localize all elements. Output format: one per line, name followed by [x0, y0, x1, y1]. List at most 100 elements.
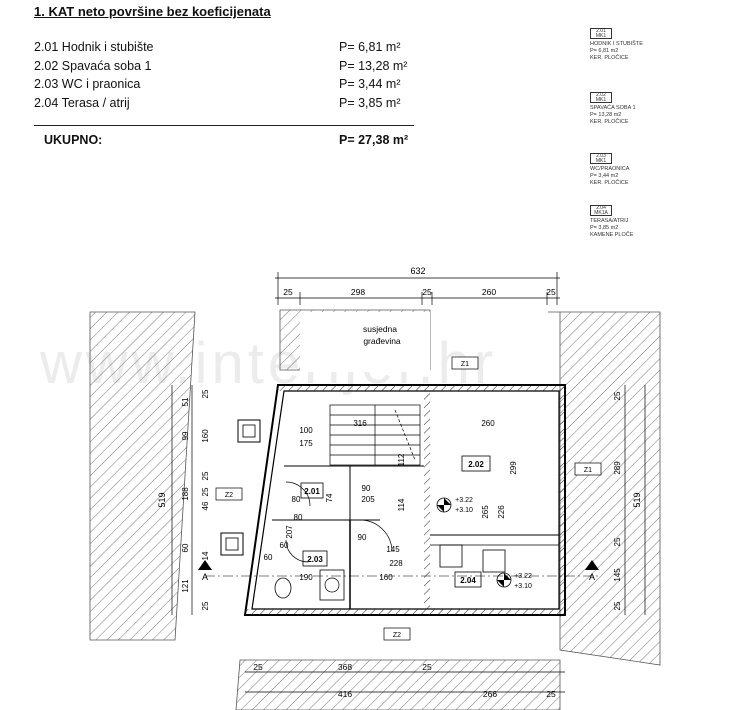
dimension-top [275, 272, 560, 305]
dim-label: 289 [613, 461, 622, 475]
svg-text:Z2: Z2 [393, 632, 401, 639]
area-name: 2.03 WC i praonica [34, 77, 141, 91]
dimension-right [624, 385, 646, 615]
svg-text:Z1: Z1 [461, 361, 469, 368]
window-left-bottom [220, 532, 244, 556]
dim-label: 190 [299, 573, 313, 582]
total-row: UKUPNO: P= 27,38 m² [34, 133, 419, 147]
washing-machine [319, 569, 345, 601]
neighbor-hatch-right [548, 311, 661, 666]
room-tag-204: 2.04 [454, 571, 482, 588]
tag-z2-bottom: Z2 [383, 627, 411, 641]
dim-label: 60 [280, 541, 289, 550]
dim-label: 25 [201, 487, 210, 496]
tag-z2-left: Z2 [215, 487, 243, 501]
dim-label: 416 [338, 689, 352, 699]
legend-area: P= 6,81 m2 [590, 48, 619, 54]
dim-label: 90 [358, 533, 367, 542]
dim-label: 90 [362, 484, 371, 493]
section-arrow [585, 560, 599, 570]
dim-label: 46 [201, 501, 210, 510]
tag-z1-top: Z1 [451, 356, 479, 370]
area-row: 2.04 Terasa / atrij P= 3,85 m² [34, 94, 419, 113]
area-row: 2.02 Spavaća soba 1 P= 13,28 m² [34, 57, 419, 76]
dim-label: 298 [351, 287, 365, 297]
legend-finish: KER. PLOČICE [590, 55, 629, 61]
dim-label: 266 [483, 689, 497, 699]
dim-label: 25 [201, 389, 210, 398]
dim-label: 519 [632, 492, 642, 507]
dim-label: 25 [546, 689, 556, 699]
legend-area: P= 3,44 m2 [590, 173, 619, 179]
room-tag-202: 2.02 [461, 455, 491, 472]
dim-label: 226 [497, 505, 506, 519]
section-mark: A [202, 572, 208, 582]
dim-label: 205 [361, 495, 375, 504]
door-swing [285, 539, 309, 563]
legend-finish: KER. PLOČICE [590, 119, 629, 125]
dim-label: 265 [481, 505, 490, 519]
legend-name: HODNIK I STUBIŠTE [590, 41, 643, 47]
dim-label: 260 [481, 419, 495, 428]
dim-label: 316 [353, 419, 367, 428]
area-value: P= 6,81 m² [339, 40, 401, 54]
dim-label: 25 [613, 391, 622, 400]
legend-name: SPAVAĆA SOBA 1 [590, 105, 636, 111]
dim-label: 114 [397, 498, 406, 511]
area-name: 2.04 Terasa / atrij [34, 95, 130, 110]
dim-label: 60 [264, 553, 273, 562]
dim-label: 121 [181, 579, 190, 593]
room-tag-203: 2.03 [302, 550, 328, 567]
dim-label: 25 [422, 287, 432, 297]
wall-bottom [245, 609, 565, 615]
dim-label: 368 [338, 662, 352, 672]
legend-finish: KER. PLOČICE [590, 180, 629, 186]
planter [482, 549, 506, 573]
neighbor-label: građevina [363, 336, 401, 346]
dim-label: 25 [201, 471, 210, 480]
legend-area: P= 13,28 m2 [590, 112, 622, 118]
dim-label: 228 [389, 559, 403, 568]
door-swing [359, 519, 393, 553]
svg-text:Z1: Z1 [584, 467, 592, 474]
dim-label: 25 [201, 601, 210, 610]
neighbor-hatch-left [89, 311, 196, 641]
legend-name: WC/PRAONICA [590, 166, 630, 172]
total-value: P= 27,38 m² [339, 133, 409, 147]
table-divider [34, 125, 414, 126]
dim-label: 519 [157, 492, 167, 507]
area-row: 2.01 Hodnik i stubište P= 6,81 m² [34, 38, 419, 57]
wall-middle [424, 391, 430, 609]
dim-label: 299 [509, 461, 518, 475]
level-label: +3.22 [455, 497, 473, 504]
window-left-top [237, 419, 261, 443]
dim-label: 80 [292, 495, 301, 504]
dim-label: 25 [253, 662, 263, 672]
area-name: 2.01 Hodnik i stubište [34, 40, 154, 54]
wall-right [559, 385, 565, 615]
dimension-left [171, 385, 193, 615]
dim-label: 145 [613, 568, 622, 582]
wall-top [278, 385, 565, 391]
level-label: +3.10 [514, 583, 532, 590]
dim-label: 80 [294, 513, 303, 522]
dim-label: 112 [397, 453, 406, 466]
dim-label: 145 [386, 545, 400, 554]
dim-label: 60 [181, 543, 190, 552]
dim-label: 160 [201, 429, 210, 443]
dim-label: 25 [613, 601, 622, 610]
svg-text:2.03: 2.03 [307, 555, 323, 564]
area-row: 2.03 WC i praonica P= 3,44 m² [34, 75, 419, 94]
neighbor-hatch-bottom [235, 659, 561, 710]
area-name: 2.02 Spavaća soba 1 [34, 58, 152, 73]
area-value: P= 3,85 m² [339, 95, 401, 110]
dim-label: 14 [201, 551, 210, 560]
dimension-bottom [245, 671, 565, 693]
neighbor-label: susjedna [363, 324, 397, 334]
dim-label: 25 [283, 287, 293, 297]
